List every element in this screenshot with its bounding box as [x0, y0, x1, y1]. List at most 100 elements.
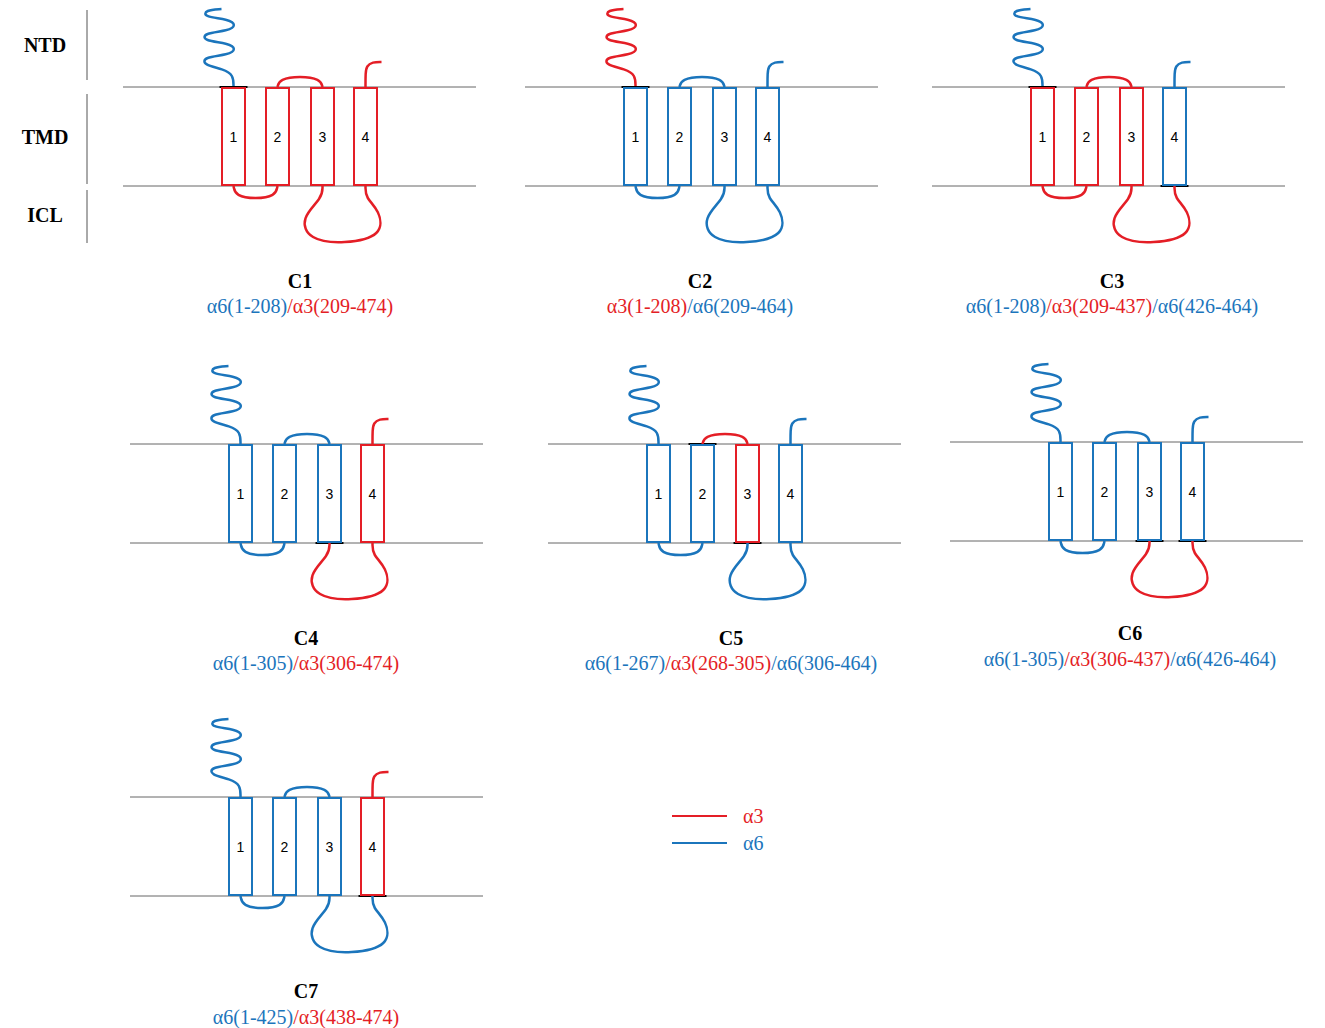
transmembrane-helix: 1	[1030, 87, 1055, 186]
transmembrane-helix: 2	[265, 87, 290, 186]
axis-line	[87, 10, 88, 80]
loop-connector	[636, 186, 680, 198]
membrane-line	[548, 444, 901, 445]
helix-number: 2	[1101, 485, 1109, 499]
helix-number: 2	[281, 487, 289, 501]
loop-connector	[1043, 186, 1087, 198]
transmembrane-helix: 4	[755, 87, 780, 186]
transmembrane-helix: 3	[1119, 87, 1144, 186]
c-terminal-tail	[791, 419, 807, 444]
chimera-composition: α6(1-305)/α3(306-474)	[213, 652, 399, 674]
transmembrane-helix: 2	[690, 444, 715, 543]
helix-number: 4	[362, 130, 370, 144]
transmembrane-helix: 3	[1137, 442, 1162, 541]
chimera-composition: α3(1-208)/α6(209-464)	[607, 295, 793, 317]
helix-number: 1	[237, 840, 245, 854]
n-terminal-domain	[629, 366, 658, 444]
helix-number: 1	[655, 487, 663, 501]
loop-connector	[1132, 541, 1208, 597]
loop-connector	[285, 787, 330, 797]
loop-connector	[703, 434, 748, 444]
transmembrane-helix: 2	[667, 87, 692, 186]
legend-label: α3	[743, 805, 763, 827]
membrane-line	[130, 896, 483, 897]
loop-connector	[680, 77, 725, 87]
helix-number: 2	[281, 840, 289, 854]
membrane-line	[130, 543, 483, 544]
membrane-line	[525, 186, 878, 187]
loop-connector	[707, 186, 783, 242]
c-terminal-tail	[1175, 62, 1191, 87]
membrane-line	[950, 541, 1303, 542]
membrane-line	[130, 444, 483, 445]
legend-entry: α6	[672, 832, 763, 854]
helix-number: 2	[676, 130, 684, 144]
chimera-composition: α6(1-208)/α3(209-474)	[207, 295, 393, 317]
loop-connector	[730, 543, 806, 599]
chimera-name: C1	[288, 270, 312, 292]
chimera-name: C2	[688, 270, 712, 292]
chimera-name: C4	[294, 627, 318, 649]
n-terminal-domain	[606, 9, 635, 87]
chimera-composition: α6(1-425)/α3(438-474)	[213, 1006, 399, 1028]
helix-number: 1	[632, 130, 640, 144]
membrane-line	[950, 442, 1303, 443]
helix-number: 4	[369, 840, 377, 854]
transmembrane-helix: 1	[623, 87, 648, 186]
membrane-line	[123, 87, 476, 88]
loop-connector	[312, 896, 388, 952]
axis-line	[87, 94, 88, 184]
helix-number: 1	[237, 487, 245, 501]
helix-number: 4	[787, 487, 795, 501]
transmembrane-helix: 3	[735, 444, 760, 543]
helix-number: 3	[1128, 130, 1136, 144]
membrane-line	[932, 186, 1285, 187]
membrane-line	[525, 87, 878, 88]
chimera-composition: α6(1-208)/α3(209-437)/α6(426-464)	[966, 295, 1259, 317]
n-terminal-domain	[1031, 364, 1060, 442]
transmembrane-helix: 4	[360, 444, 385, 543]
n-terminal-domain	[211, 719, 240, 797]
domain-label: NTD	[24, 34, 66, 56]
transmembrane-helix: 3	[310, 87, 335, 186]
membrane-line	[548, 543, 901, 544]
loop-connector	[241, 543, 285, 555]
chimera-name: C6	[1118, 622, 1142, 644]
loop-connector	[278, 77, 323, 87]
transmembrane-helix: 3	[712, 87, 737, 186]
loop-connector	[659, 543, 703, 555]
helix-number: 3	[319, 130, 327, 144]
helix-number: 4	[369, 487, 377, 501]
helix-number: 3	[721, 130, 729, 144]
c-terminal-tail	[768, 62, 784, 87]
loop-connector	[234, 186, 278, 198]
loop-connector	[285, 434, 330, 444]
helix-number: 3	[326, 840, 334, 854]
chimera-name: C3	[1100, 270, 1124, 292]
helix-number: 4	[1171, 130, 1179, 144]
membrane-line	[123, 186, 476, 187]
transmembrane-helix: 2	[1092, 442, 1117, 541]
transmembrane-helix: 4	[353, 87, 378, 186]
transmembrane-helix: 3	[317, 444, 342, 543]
helix-number: 2	[699, 487, 707, 501]
legend-entry: α3	[672, 805, 763, 827]
transmembrane-helix: 4	[1180, 442, 1205, 541]
loop-connector	[305, 186, 381, 242]
transmembrane-helix: 2	[272, 797, 297, 896]
legend-swatch	[672, 842, 727, 844]
c-terminal-tail	[366, 62, 382, 87]
helix-number: 1	[230, 130, 238, 144]
helix-number: 3	[326, 487, 334, 501]
transmembrane-helix: 1	[228, 444, 253, 543]
transmembrane-helix: 1	[221, 87, 246, 186]
loop-connector	[1114, 186, 1190, 242]
loop-connector	[1105, 432, 1150, 442]
domain-label: TMD	[22, 126, 69, 148]
chimera-name: C7	[294, 980, 318, 1002]
helix-number: 2	[274, 130, 282, 144]
n-terminal-domain	[1013, 9, 1042, 87]
helix-number: 1	[1039, 130, 1047, 144]
transmembrane-helix: 1	[1048, 442, 1073, 541]
